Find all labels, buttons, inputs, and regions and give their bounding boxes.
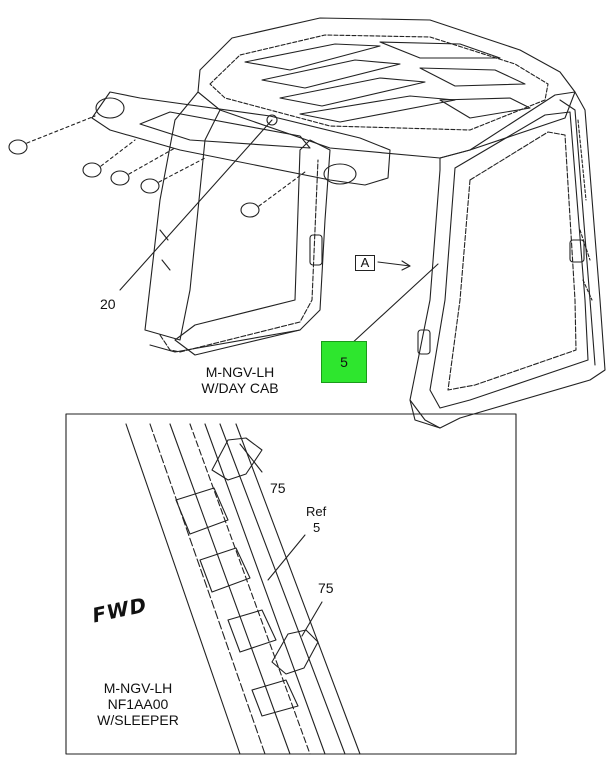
sleeper-caption-line3: W/SLEEPER	[97, 712, 179, 728]
marker-lamp-bar	[91, 91, 391, 186]
leader-5	[349, 263, 439, 346]
leader-20	[119, 119, 273, 291]
leader-ref-5	[267, 534, 306, 581]
cab-front-frame	[144, 91, 331, 356]
view-reference-box: A	[355, 255, 375, 271]
cab-roof	[197, 17, 576, 159]
highlighted-part-5[interactable]: 5	[321, 341, 367, 383]
arrow-A	[401, 260, 411, 271]
cab-side-frame	[409, 91, 606, 429]
pillar-detail	[125, 423, 361, 755]
leader-A	[377, 261, 411, 267]
label-ref-word: Ref	[306, 504, 327, 519]
day-cab-caption-line1: M-NGV-LH	[205, 364, 275, 380]
label-ref-number: 5	[313, 520, 321, 535]
label-part-75-bottom: 75	[318, 580, 334, 596]
label-part-75-top: 75	[270, 480, 286, 496]
label-part-20: 20	[100, 296, 116, 312]
leader-75-top	[239, 443, 263, 473]
sleeper-caption-line2: NF1AA00	[107, 696, 169, 712]
detail-inset-frame	[65, 413, 517, 755]
sleeper-caption-line1: M-NGV-LH	[103, 680, 173, 696]
day-cab-caption-line2: W/DAY CAB	[201, 380, 279, 396]
leader-75-bottom	[301, 601, 323, 637]
marker-lamps	[8, 115, 306, 218]
